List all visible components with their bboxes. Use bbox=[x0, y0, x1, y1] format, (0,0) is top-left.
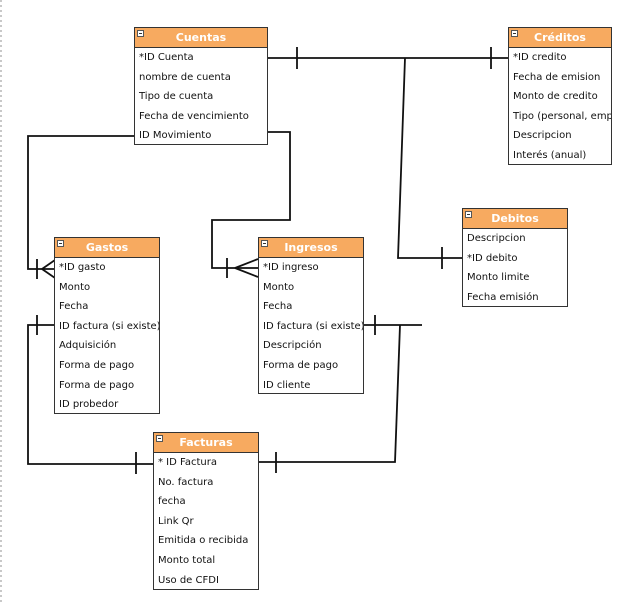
entity-creditos[interactable]: Créditos *ID credito Fecha de emision Mo… bbox=[508, 27, 612, 165]
attribute-row: *ID debito bbox=[467, 252, 518, 264]
entity-gastos[interactable]: Gastos *ID gasto Monto Fecha ID factura … bbox=[54, 237, 160, 414]
attribute-row: Uso de CFDI bbox=[158, 574, 219, 586]
attribute-row: fecha bbox=[158, 496, 186, 508]
rel-ingresos-facturas bbox=[259, 315, 422, 473]
attribute-row: Fecha de vencimiento bbox=[139, 110, 249, 122]
attribute-row: Fecha bbox=[263, 301, 293, 313]
rel-cuentas-ingresos bbox=[211, 131, 291, 278]
rel-cuentas-creditos bbox=[267, 47, 508, 69]
attribute-row: Descripción bbox=[263, 340, 322, 352]
attribute-row: Interés (anual) bbox=[513, 149, 587, 161]
entity-ingresos-header[interactable]: Ingresos bbox=[259, 238, 363, 258]
entity-gastos-header[interactable]: Gastos bbox=[55, 238, 159, 258]
entity-facturas[interactable]: Facturas * ID Factura No. factura fecha … bbox=[153, 432, 259, 590]
attribute-row: nombre de cuenta bbox=[139, 71, 231, 83]
attribute-row: *ID Cuenta bbox=[139, 52, 194, 63]
attribute-row: Tipo de cuenta bbox=[139, 91, 214, 103]
attribute-row: Monto limite bbox=[467, 272, 530, 284]
attribute-row: Adquisición bbox=[59, 340, 117, 352]
attribute-row: Forma de pago bbox=[59, 379, 135, 391]
entity-facturas-header[interactable]: Facturas bbox=[154, 433, 258, 453]
attribute-row: Fecha bbox=[59, 301, 89, 313]
attribute-row: Link Qr bbox=[158, 515, 194, 527]
attribute-row: *ID ingreso bbox=[263, 262, 319, 273]
page-margin-rule bbox=[0, 0, 2, 604]
attribute-row: *ID gasto bbox=[59, 262, 106, 273]
entity-debitos[interactable]: Debitos Descripcion *ID debito Monto lim… bbox=[462, 208, 568, 307]
attribute-row: Monto bbox=[59, 281, 91, 293]
entity-title: Debitos bbox=[491, 212, 539, 225]
attribute-row: Monto bbox=[263, 281, 295, 293]
rel-cuentas-debitos bbox=[397, 57, 463, 269]
entity-cuentas[interactable]: Cuentas *ID Cuenta nombre de cuenta Tipo… bbox=[134, 27, 268, 145]
entity-debitos-header[interactable]: Debitos bbox=[463, 209, 567, 229]
attribute-row: Tipo (personal, empre bbox=[513, 110, 611, 122]
collapse-icon[interactable] bbox=[511, 30, 518, 37]
entity-cuentas-header[interactable]: Cuentas bbox=[135, 28, 267, 48]
attribute-row: Monto de credito bbox=[513, 91, 598, 103]
attribute-row: Fecha emisión bbox=[467, 291, 539, 303]
attribute-row: *ID credito bbox=[513, 52, 567, 63]
entity-creditos-header[interactable]: Créditos bbox=[509, 28, 611, 48]
attribute-row: * ID Factura bbox=[158, 457, 217, 468]
attribute-row: ID Movimiento bbox=[139, 130, 212, 142]
entity-title: Facturas bbox=[179, 436, 233, 449]
collapse-icon[interactable] bbox=[465, 211, 472, 218]
entity-title: Ingresos bbox=[284, 241, 338, 254]
attribute-row: Monto total bbox=[158, 554, 216, 566]
attribute-row: Descripcion bbox=[467, 233, 526, 244]
rel-cuentas-gastos bbox=[27, 135, 135, 279]
attribute-row: Forma de pago bbox=[59, 359, 135, 371]
attribute-row: ID factura (si existe) bbox=[59, 320, 159, 332]
entity-ingresos[interactable]: Ingresos *ID ingreso Monto Fecha ID fact… bbox=[258, 237, 364, 394]
attribute-row: Forma de pago bbox=[263, 359, 339, 371]
attribute-row: ID factura (si existe) bbox=[263, 320, 363, 332]
attribute-row: Fecha de emision bbox=[513, 71, 601, 83]
attribute-row: No. factura bbox=[158, 476, 214, 488]
attribute-row: ID probedor bbox=[59, 399, 119, 411]
collapse-icon[interactable] bbox=[57, 240, 64, 247]
collapse-icon[interactable] bbox=[261, 240, 268, 247]
entity-title: Gastos bbox=[85, 241, 129, 254]
attribute-row: Emitida o recibida bbox=[158, 535, 249, 547]
attribute-row: Descripcion bbox=[513, 130, 572, 142]
rel-gastos-facturas bbox=[27, 315, 153, 474]
collapse-icon[interactable] bbox=[137, 30, 144, 37]
entity-title: Créditos bbox=[534, 31, 586, 44]
attribute-row: ID cliente bbox=[263, 379, 311, 391]
entity-title: Cuentas bbox=[175, 31, 227, 44]
collapse-icon[interactable] bbox=[156, 435, 163, 442]
